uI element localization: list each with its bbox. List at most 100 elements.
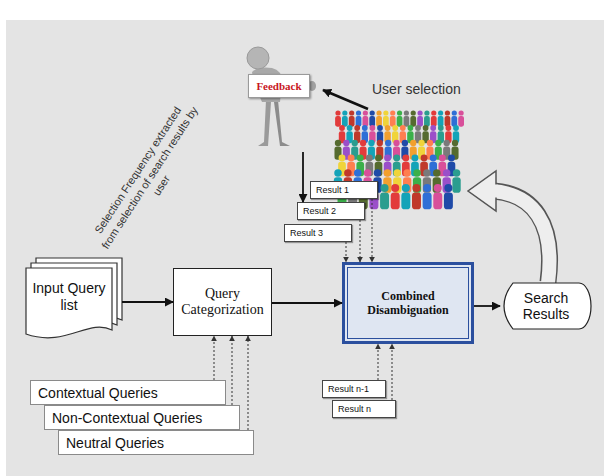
person-head [453, 125, 459, 131]
dotted-arrow [214, 336, 215, 380]
person-head [444, 140, 450, 146]
person-body [417, 116, 423, 127]
person-head [438, 125, 444, 131]
person-head [392, 125, 398, 131]
person-head [397, 110, 402, 115]
person-body [362, 116, 368, 127]
person-figure [369, 110, 375, 126]
person-head [344, 169, 351, 176]
person-figure [397, 110, 403, 126]
person-head [411, 110, 416, 115]
person-figure [445, 110, 451, 126]
person-head [459, 110, 464, 115]
backdrop [6, 20, 604, 476]
person-figure [431, 110, 437, 126]
query-type-box: Contextual Queries [30, 380, 226, 405]
person-body [410, 116, 416, 127]
person-head [366, 155, 373, 162]
person-head [452, 110, 457, 115]
dotted-arrow [232, 336, 233, 405]
return-arrow [468, 171, 550, 283]
person-body [413, 177, 421, 193]
person-figure [444, 184, 453, 209]
person-head [348, 155, 355, 162]
person-body [438, 116, 444, 127]
dotted-arrow [360, 220, 361, 262]
person-head [435, 140, 441, 146]
person-head [377, 125, 383, 131]
node-text: Combined Disambiguation [345, 289, 471, 318]
person-head [438, 110, 443, 115]
node-text: Result n [338, 404, 371, 414]
display-path [504, 283, 591, 329]
person-figure [391, 184, 400, 209]
person-head [402, 155, 409, 162]
person-head [362, 125, 368, 131]
person-head [452, 140, 458, 146]
person-figure [356, 110, 362, 126]
flow-arrow [272, 302, 342, 304]
person-head [448, 155, 455, 162]
node-text: Contextual Queries [38, 385, 158, 401]
person-body [423, 192, 432, 209]
person-body [423, 177, 431, 193]
result-card: Result 1 [310, 181, 378, 199]
person-head [400, 125, 406, 131]
person-figure [458, 110, 464, 126]
person-head [421, 155, 428, 162]
person-head [404, 110, 409, 115]
person-head [334, 169, 341, 176]
person-body [384, 162, 392, 176]
person-body [458, 116, 464, 127]
person-head [424, 110, 429, 115]
person-figure [376, 110, 382, 126]
person-head [434, 184, 442, 192]
person-head [427, 140, 433, 146]
person-figure [412, 184, 421, 209]
person-head [354, 125, 360, 131]
person-head [391, 184, 399, 192]
person-head [443, 169, 450, 176]
person-head [430, 125, 436, 131]
node-text: Query Categorization [174, 286, 271, 318]
person-figure [383, 110, 389, 126]
person-head [418, 140, 424, 146]
dotted-arrow [248, 336, 249, 430]
person-figure [433, 169, 441, 193]
person-head [356, 110, 361, 115]
person-body [376, 116, 382, 127]
person-head [430, 155, 437, 162]
person-head [403, 169, 410, 176]
person-body [412, 192, 421, 209]
feedback-sign: Feedback [238, 42, 322, 152]
person-figure [390, 110, 396, 126]
person-figure [423, 184, 432, 209]
person-body [433, 177, 441, 193]
illustration-label: User selection [372, 81, 482, 99]
person-figure [349, 110, 355, 126]
person-head [446, 125, 452, 131]
document-page [26, 268, 112, 338]
person-head [453, 169, 460, 176]
person-body [356, 116, 362, 127]
node-text: Result 3 [290, 228, 323, 238]
person-leg [258, 100, 271, 146]
node-text: Result 2 [303, 206, 336, 216]
dotted-arrow [392, 344, 393, 400]
person-body [375, 162, 383, 176]
person-figure [451, 110, 457, 126]
person-body [452, 177, 460, 193]
person-figure [401, 184, 410, 209]
node-text: Result 1 [316, 185, 349, 195]
person-head [343, 140, 349, 146]
person-head [393, 140, 399, 146]
query-type-box: Neutral Queries [58, 430, 254, 455]
person-head [410, 140, 416, 146]
person-head [347, 125, 353, 131]
person-head [368, 140, 374, 146]
person-head [423, 125, 429, 131]
person-figure [393, 155, 401, 177]
flow-arrow [122, 301, 173, 303]
